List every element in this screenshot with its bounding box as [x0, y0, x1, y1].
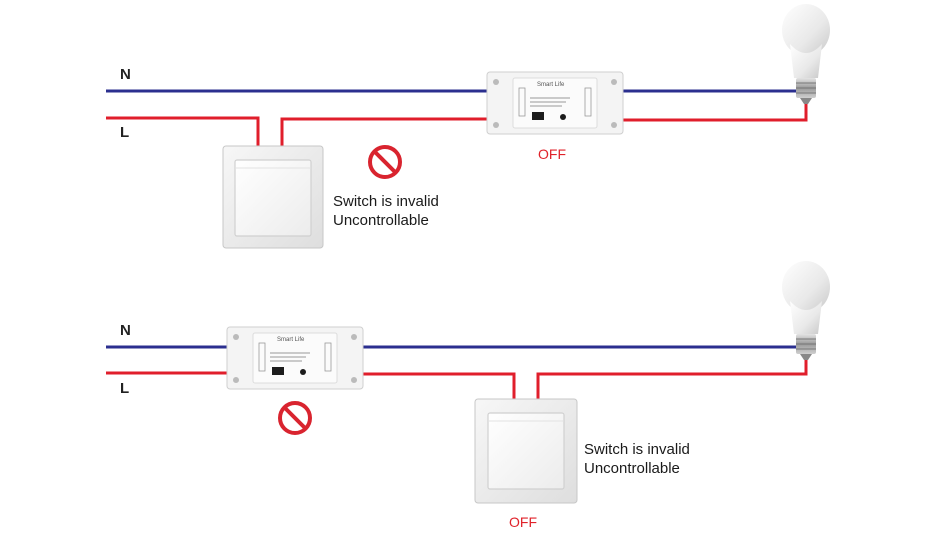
- neutral-wire-label: N: [120, 322, 131, 339]
- smart-switch-module-icon: [226, 326, 364, 390]
- uncontrollable-note: Uncontrollable: [333, 212, 429, 229]
- prohibited-icon: [368, 145, 402, 179]
- off-state-label: OFF: [538, 146, 566, 162]
- off-state-label: OFF: [509, 514, 537, 530]
- uncontrollable-note: Uncontrollable: [584, 460, 680, 477]
- top-live-wire: [106, 104, 808, 148]
- top-diagram: [106, 4, 830, 249]
- live-wire-label: L: [120, 380, 130, 397]
- smart-switch-module-icon: [486, 71, 624, 135]
- switch-invalid-note: Switch is invalid: [584, 441, 690, 458]
- bottom-live-wire: [106, 360, 808, 402]
- module-brand-label: Smart Life: [537, 82, 565, 88]
- bottom-diagram: [106, 261, 830, 504]
- live-wire-label: L: [120, 124, 130, 141]
- light-bulb-icon: [782, 261, 830, 360]
- wall-switch-icon: [222, 145, 324, 249]
- wall-switch-icon: [474, 398, 578, 504]
- neutral-wire-label: N: [120, 66, 131, 83]
- prohibited-icon: [278, 401, 312, 435]
- switch-invalid-note: Switch is invalid: [333, 193, 439, 210]
- module-brand-label: Smart Life: [277, 337, 305, 343]
- light-bulb-icon: [782, 4, 830, 104]
